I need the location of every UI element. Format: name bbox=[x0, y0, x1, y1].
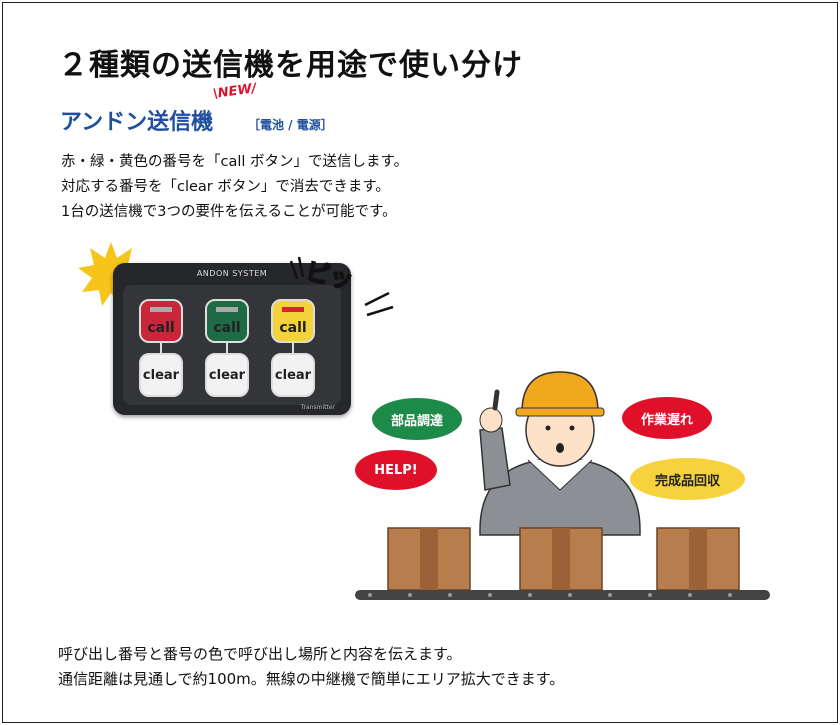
call-button-green[interactable]: call bbox=[205, 299, 249, 343]
call-button-red[interactable]: call bbox=[139, 299, 183, 343]
bubble-delay: 作業遅れ bbox=[622, 397, 712, 439]
bubble-parts: 部品調達 bbox=[372, 398, 462, 440]
andon-transmitter: ANDON SYSTEM call call call clear clear … bbox=[113, 263, 351, 415]
call-button-yellow[interactable]: call bbox=[271, 299, 315, 343]
subtitle: アンドン送信機 bbox=[60, 110, 214, 135]
desc-line: 赤・緑・黄色の番号を「call ボタン」で送信します。 bbox=[61, 154, 409, 170]
bottom-line: 呼び出し番号と番号の色で呼び出し場所と内容を伝えます。 bbox=[58, 645, 462, 663]
page-title: ２種類の送信機を用途で使い分け bbox=[58, 48, 523, 83]
sound-lines-icon bbox=[289, 256, 394, 317]
clear-button-green[interactable]: clear bbox=[205, 353, 249, 397]
power-type: ［電池 / 電源］ bbox=[248, 118, 333, 132]
desc-line: 対応する番号を「clear ボタン」で消去できます。 bbox=[61, 179, 390, 195]
button-panel: call call call clear clear clear bbox=[123, 285, 341, 405]
bottom-text: 呼び出し番号と番号の色で呼び出し場所と内容を伝えます。 通信距離は見通しで約10… bbox=[58, 642, 564, 692]
bubble-help: HELP! bbox=[355, 450, 437, 490]
worker-illustration bbox=[355, 371, 770, 600]
clear-button-red[interactable]: clear bbox=[139, 353, 183, 397]
desc-line: 1台の送信機で3つの要件を伝えることが可能です。 bbox=[61, 204, 397, 220]
device-title: ANDON SYSTEM bbox=[196, 269, 268, 278]
clear-button-yellow[interactable]: clear bbox=[271, 353, 315, 397]
model-label: Transmitter bbox=[300, 404, 335, 411]
description: 赤・緑・黄色の番号を「call ボタン」で送信します。 対応する番号を「clea… bbox=[61, 150, 408, 225]
bubble-pickup: 完成品回収 bbox=[630, 458, 745, 500]
bottom-line: 通信距離は見通しで約100m。無線の中継機で簡単にエリア拡大できます。 bbox=[58, 670, 565, 688]
